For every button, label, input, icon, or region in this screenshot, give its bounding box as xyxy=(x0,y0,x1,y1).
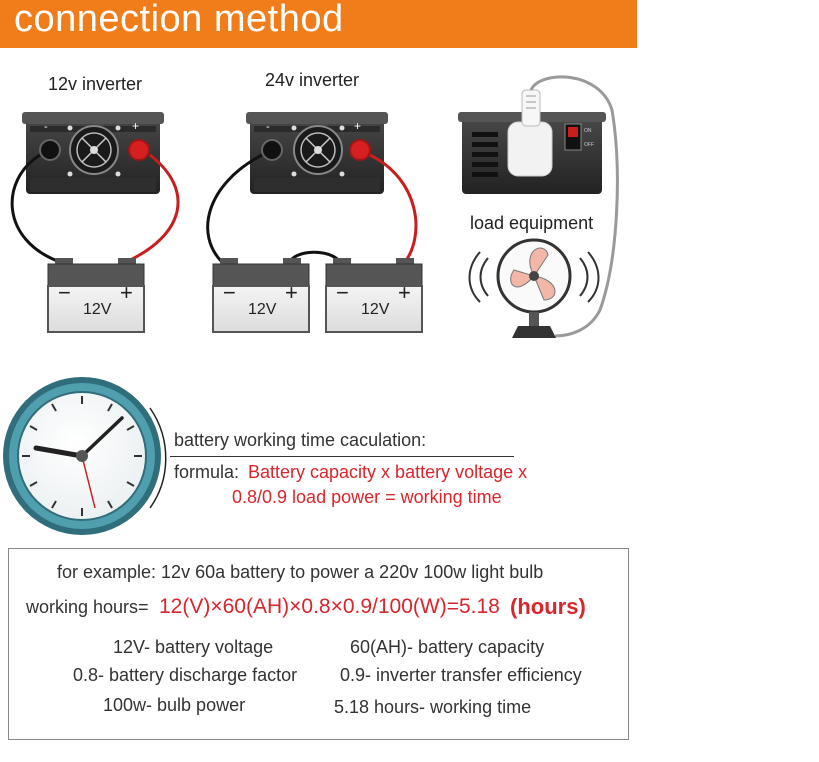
cable-negative-24v xyxy=(206,153,263,264)
battery-1-neg: − xyxy=(58,280,71,305)
inverter-24v-label: 24v inverter xyxy=(265,70,360,90)
clock-icon xyxy=(3,377,167,535)
battery-1-pos: + xyxy=(120,280,133,305)
header-banner: connection method xyxy=(0,0,637,48)
power-cord xyxy=(529,75,619,338)
definition-working-time: 5.18 hours- working time xyxy=(334,697,532,717)
battery-1 xyxy=(47,258,145,333)
battery-3-neg: − xyxy=(336,280,349,305)
inverter-24v xyxy=(246,112,388,194)
definition-discharge-factor: 0.8- battery discharge factor xyxy=(73,665,298,685)
inv12-pos-mark: + xyxy=(132,119,139,133)
page-title: connection method xyxy=(14,0,344,40)
working-hours-label: working hours= xyxy=(26,597,149,617)
battery-3-pos: + xyxy=(398,280,411,305)
formula-line-1: Battery capacity x battery voltage x xyxy=(248,462,528,482)
fan-icon xyxy=(468,238,600,338)
switch-on-label: ON xyxy=(584,128,592,134)
load-equipment-label: load equipment xyxy=(470,213,594,233)
battery-2-pos: + xyxy=(285,280,298,305)
inv12-neg-mark: - xyxy=(44,121,48,133)
calculation-title: battery working time caculation: xyxy=(174,430,427,450)
inverter-socket-side xyxy=(458,89,606,194)
switch-off-label: OFF xyxy=(584,142,594,148)
formula-prefix: formula: xyxy=(174,462,240,482)
battery-2-voltage: 12V xyxy=(248,301,277,318)
inverter-12v xyxy=(22,112,164,194)
definition-inverter-efficiency: 0.9- inverter transfer efficiency xyxy=(340,665,582,685)
inv24-neg-mark: - xyxy=(266,121,270,133)
battery-1-voltage: 12V xyxy=(83,301,112,318)
inverter-12v-label: 12v inverter xyxy=(48,74,143,94)
battery-2-neg: − xyxy=(223,280,236,305)
battery-3 xyxy=(325,258,423,333)
calculation-divider xyxy=(170,456,514,457)
working-hours-formula: 12(V)×60(AH)×0.8×0.9/100(W)=5.18 xyxy=(159,595,500,618)
definition-battery-capacity: 60(AH)- battery capacity xyxy=(350,637,545,657)
cable-positive xyxy=(125,153,180,264)
cable-positive-24v xyxy=(369,153,418,263)
inv24-pos-mark: + xyxy=(354,119,361,133)
definition-bulb-power: 100w- bulb power xyxy=(103,695,246,715)
cable-negative xyxy=(10,153,61,264)
working-hours-unit: (hours) xyxy=(510,594,586,619)
battery-3-voltage: 12V xyxy=(361,301,390,318)
battery-2 xyxy=(212,258,310,333)
example-intro: for example: 12v 60a battery to power a … xyxy=(57,562,544,582)
example-box xyxy=(8,548,629,740)
formula-line-2: 0.8/0.9 load power = working time xyxy=(232,487,502,507)
definition-battery-voltage: 12V- battery voltage xyxy=(113,637,274,657)
